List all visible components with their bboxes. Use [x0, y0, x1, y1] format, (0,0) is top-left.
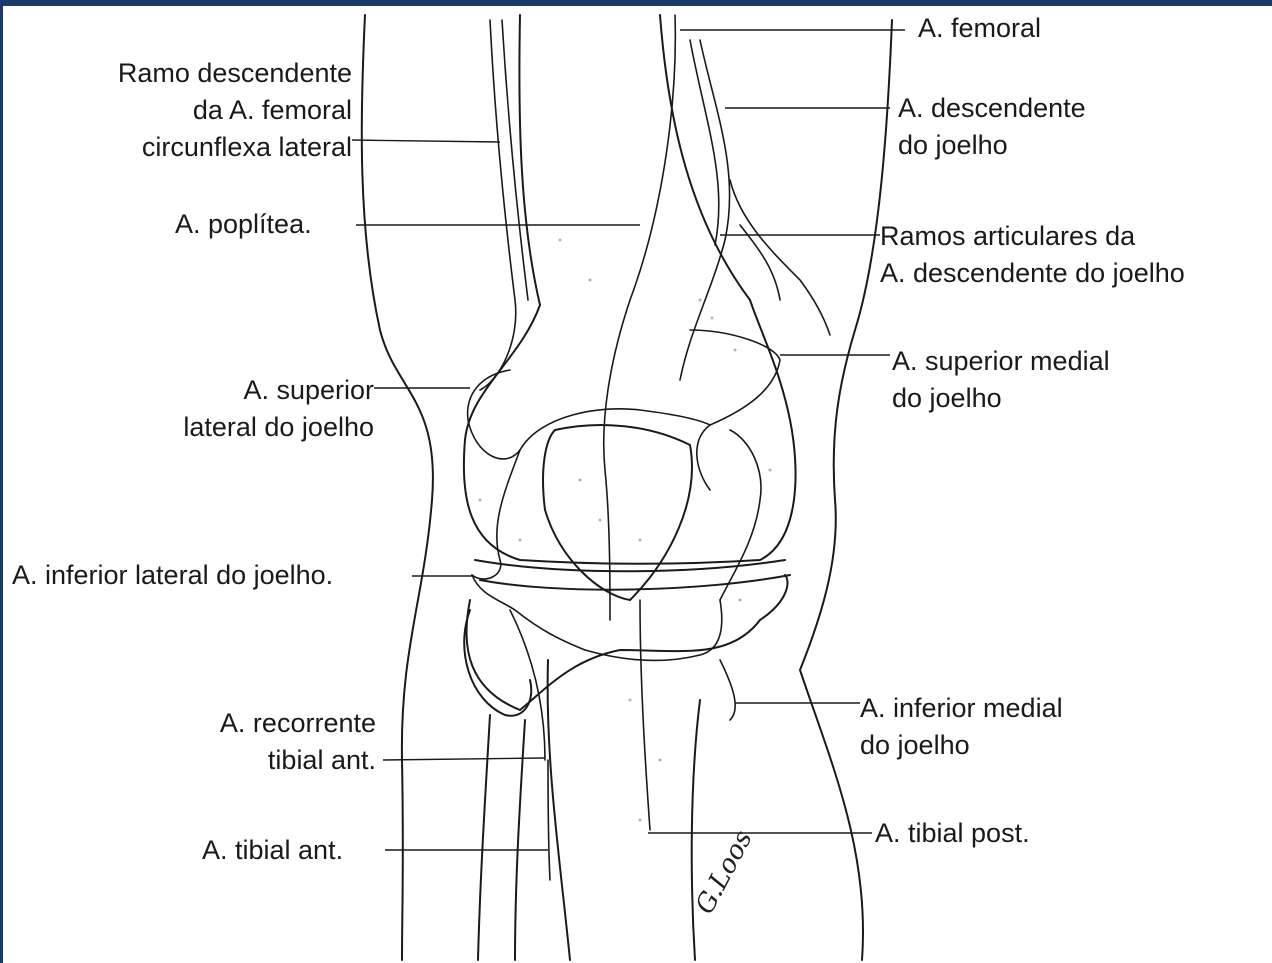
lateral-descending-branch: [480, 20, 516, 390]
genicular-ring-left: [472, 450, 520, 579]
descending-genicular-2: [690, 40, 719, 245]
leg-outline-left: [362, 15, 433, 960]
label-recorrente-tibial: A. recorrente tibial ant.: [150, 705, 376, 779]
inferior-medial-loop: [720, 660, 735, 720]
anterior-tibial: [548, 760, 550, 880]
lateral-descending-branch-2: [502, 20, 528, 300]
articular-branches: [730, 180, 830, 335]
label-inferior-medial: A. inferior medial do joelho: [860, 690, 1063, 764]
femur-left-edge: [519, 15, 540, 305]
superior-medial-loop: [690, 330, 780, 490]
genicular-ring-right: [720, 430, 761, 600]
leader-ramo-descendente: [352, 140, 500, 142]
patella: [543, 425, 692, 600]
posterior-tibial: [640, 600, 650, 830]
fibula-head: [464, 610, 531, 716]
femur-right-edge: [660, 15, 750, 300]
label-superior-lateral: A. superior lateral do joelho: [120, 372, 374, 446]
femoral-artery: [604, 15, 676, 620]
label-poplitea: A. poplítea.: [175, 206, 312, 243]
label-femoral: A. femoral: [918, 10, 1041, 47]
label-tibial-ant: A. tibial ant.: [202, 832, 343, 869]
joint-line-lower: [480, 575, 790, 590]
fibula-shaft: [478, 715, 490, 960]
label-ramo-descendente: Ramo descendente da A. femoral circunfle…: [50, 55, 352, 166]
recurrent-tibial: [510, 610, 545, 760]
label-inferior-lateral: A. inferior lateral do joelho.: [12, 557, 333, 594]
superior-lateral-loop: [468, 370, 520, 459]
femur-condyles: [464, 300, 796, 564]
leader-recorrente-tibial: [383, 758, 545, 760]
label-descendente-joelho: A. descendente do joelho: [898, 90, 1086, 164]
label-ramos-articulares: Ramos articulares da A. descendente do j…: [880, 218, 1185, 292]
stippling: [479, 239, 772, 822]
label-tibial-post: A. tibial post.: [875, 815, 1030, 852]
label-superior-medial: A. superior medial do joelho: [892, 343, 1110, 417]
descending-genicular: [680, 40, 730, 380]
fibula-shaft-2: [515, 720, 525, 960]
tibia-plateau: [467, 575, 788, 710]
tibia-shaft-left: [548, 660, 570, 960]
tibia-shaft-right: [692, 700, 700, 960]
